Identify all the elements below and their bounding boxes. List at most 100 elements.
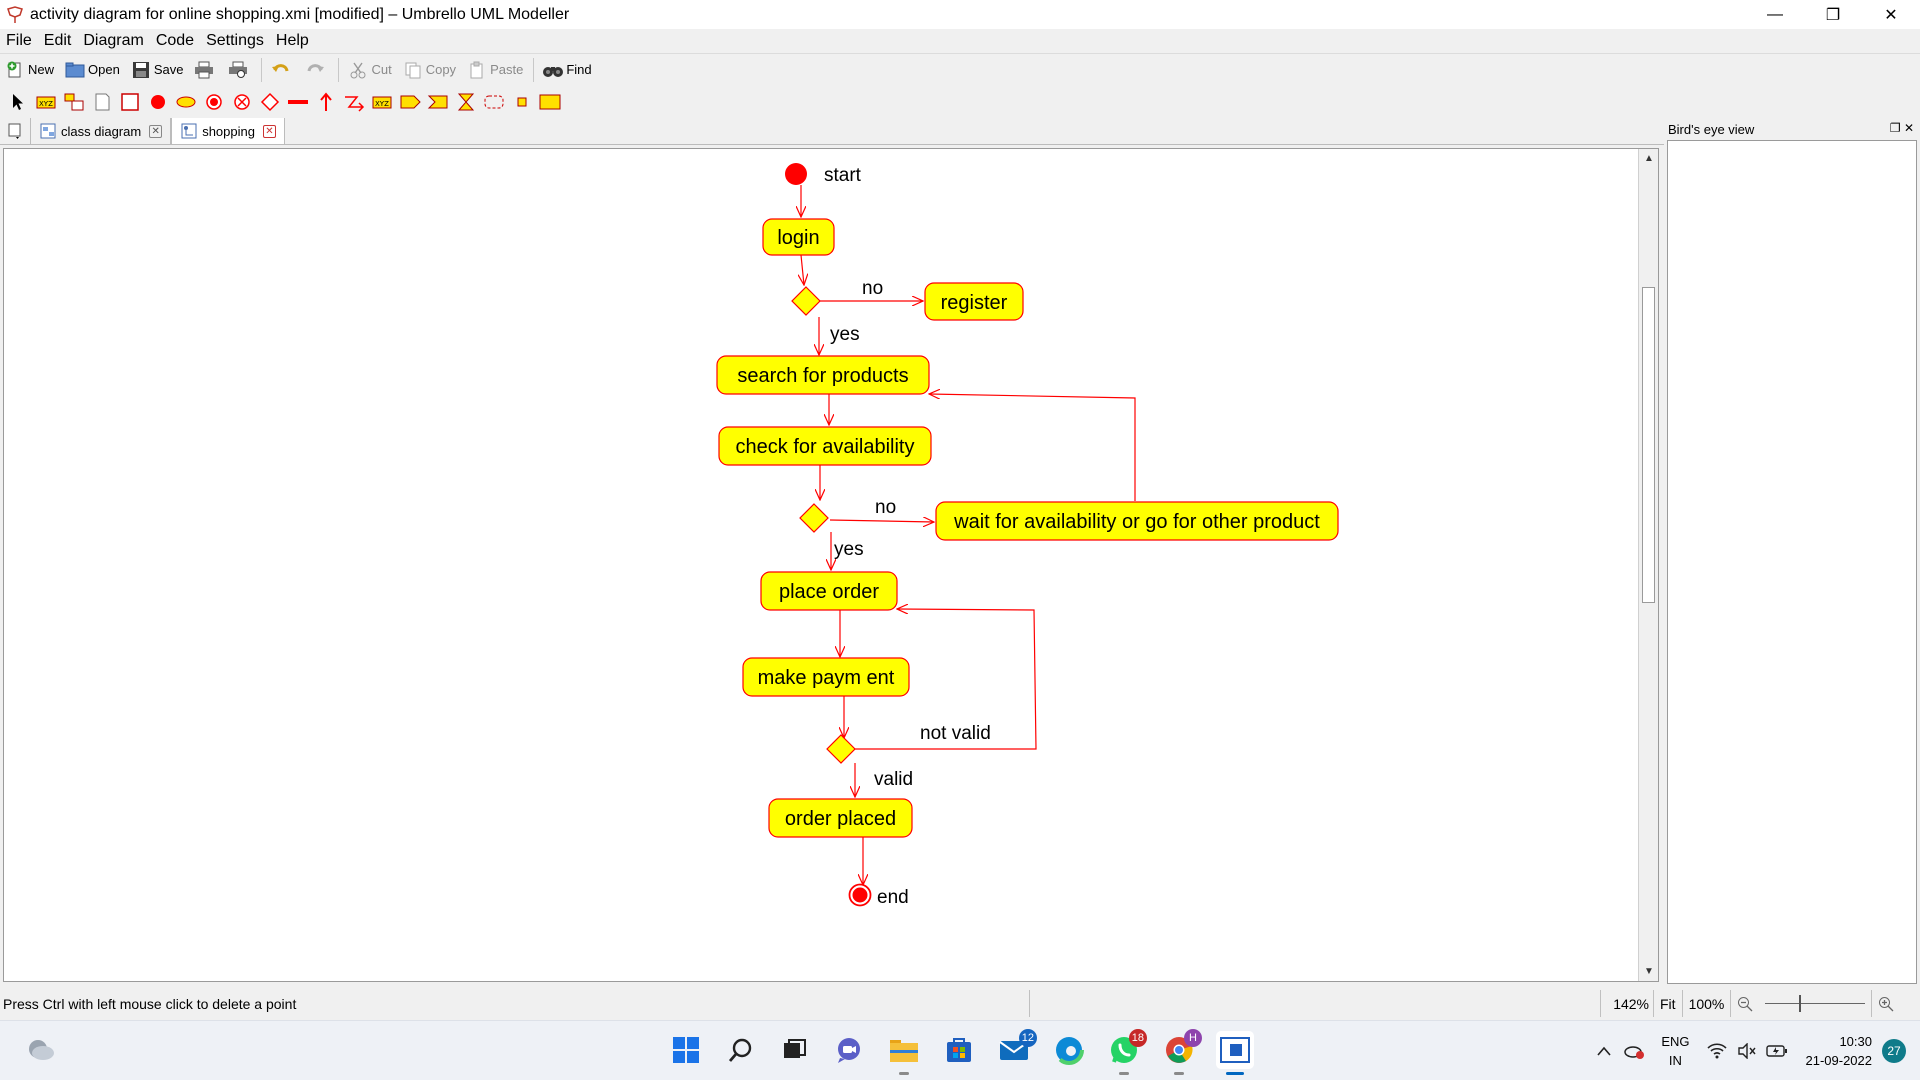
new-tab-button[interactable] [0,118,31,144]
object-node-icon[interactable]: XYZ [370,90,394,114]
activity-tool-icon[interactable] [174,90,198,114]
activity-order-placed[interactable]: order placed [768,798,913,838]
select-arrow-icon[interactable] [6,90,30,114]
accept-signal-icon[interactable] [426,90,450,114]
volume-muted-icon[interactable] [1732,1043,1762,1059]
final-activity-icon[interactable] [230,90,254,114]
flow-not-valid-place-order[interactable] [855,609,1037,750]
tab-close-icon[interactable]: ✕ [262,124,276,138]
microsoft-store-icon[interactable] [940,1031,978,1069]
decision-node-payment[interactable] [826,734,856,764]
paste-button[interactable]: Paste [462,56,527,84]
umbrello-taskbar-icon[interactable] [1216,1031,1254,1075]
activity-diagram[interactable]: start login no yes register search for p… [4,149,1640,981]
zoom-in-button[interactable] [1871,990,1900,1017]
decision-node-login[interactable] [791,286,821,316]
region-tool-icon[interactable] [482,90,506,114]
time-event-icon[interactable] [454,90,478,114]
chat-icon[interactable] [830,1031,868,1069]
zoom-fit-button[interactable]: Fit [1653,990,1682,1017]
close-button[interactable]: ✕ [1884,6,1898,24]
activity-place-order[interactable]: place order [760,571,898,611]
minimize-button[interactable]: — [1767,5,1783,23]
vertical-scrollbar[interactable]: ▲ ▼ [1638,149,1658,981]
new-button[interactable]: New [0,56,58,84]
weather-widget-icon[interactable] [22,1031,60,1069]
tab-class-diagram[interactable]: class diagram ✕ [31,118,172,144]
umbrello-app-icon [4,4,26,26]
final-node[interactable] [848,883,872,907]
box-tool-icon[interactable] [90,90,114,114]
print-button[interactable] [189,56,221,84]
flow-wait-search[interactable] [929,394,1136,501]
find-button[interactable]: Find [538,56,595,84]
scrollbar-thumb[interactable] [1642,287,1655,603]
control-flow-icon[interactable] [314,90,338,114]
tab-close-icon[interactable]: ✕ [149,124,163,138]
activity-search-for-products[interactable]: search for products [716,355,930,395]
send-signal-icon[interactable] [398,90,422,114]
wifi-icon[interactable] [1702,1043,1732,1059]
system-clock[interactable]: 10:30 21-09-2022 [1806,1032,1873,1070]
menu-diagram[interactable]: Diagram [83,32,144,49]
scroll-up-icon[interactable]: ▲ [1644,153,1654,164]
menu-code[interactable]: Code [155,32,195,49]
flow-login-decision[interactable] [801,254,804,285]
file-explorer-icon[interactable] [885,1031,923,1075]
maximize-button[interactable]: ❐ [1825,6,1841,24]
zoom-slider-handle[interactable] [1799,995,1802,1012]
copy-button[interactable]: Copy [398,56,460,84]
activity-check-for-availability[interactable]: check for availability [718,426,932,466]
edge-browser-icon[interactable] [1050,1031,1088,1069]
note-tool-icon[interactable] [62,90,86,114]
cut-button[interactable]: Cut [343,56,395,84]
start-menu-icon[interactable] [667,1031,705,1069]
decision-node-availability[interactable] [799,503,829,533]
menu-help[interactable]: Help [275,32,309,49]
zoom-out-button[interactable] [1730,990,1759,1017]
open-button[interactable]: Open [60,56,124,84]
partition-tool-icon[interactable] [538,90,562,114]
activity-label: search for products [737,365,908,387]
initial-state-icon[interactable] [146,90,170,114]
fork-join-icon[interactable] [286,90,310,114]
chrome-browser-icon[interactable]: H [1160,1029,1202,1075]
activity-make-payment[interactable]: make paym ent [742,657,910,697]
battery-icon[interactable] [1762,1044,1792,1058]
activity-register[interactable]: register [924,282,1024,321]
flow-decision-wait[interactable] [829,520,934,522]
rectangle-tool-icon[interactable] [118,90,142,114]
menu-settings[interactable]: Settings [206,32,264,49]
zoom-slider[interactable] [1765,990,1866,1017]
activity-login[interactable]: login [762,218,835,256]
onedrive-icon[interactable] [1619,1042,1649,1060]
anchor-tool-icon[interactable]: XYZ [34,90,58,114]
initial-node[interactable] [785,163,807,185]
exception-flow-icon[interactable] [342,90,366,114]
input-language[interactable]: ENG IN [1661,1032,1689,1070]
birds-eye-view-panel: Bird's eye view ❐ ✕ [1664,118,1920,984]
search-icon[interactable] [722,1031,760,1069]
mail-icon[interactable]: 12 [995,1029,1037,1069]
pin-tool-icon[interactable] [510,90,534,114]
birds-eye-view-canvas[interactable] [1667,140,1917,984]
print-preview-button[interactable] [223,56,255,84]
undo-button[interactable] [266,56,298,84]
task-view-icon[interactable] [776,1031,814,1069]
zoom-100-button[interactable]: 100% [1681,990,1731,1017]
scroll-down-icon[interactable]: ▼ [1644,966,1654,977]
activity-wait-for-availability[interactable]: wait for availability or go for other pr… [935,501,1339,541]
tab-shopping[interactable]: shopping ✕ [171,118,285,144]
whatsapp-icon[interactable]: 18 [1105,1029,1147,1075]
end-activity-icon[interactable] [202,90,226,114]
notification-center-badge[interactable]: 27 [1882,1039,1906,1063]
float-panel-icon[interactable]: ❐ [1889,121,1901,135]
diagram-canvas[interactable]: start login no yes register search for p… [3,148,1659,982]
chevron-up-icon[interactable] [1589,1045,1619,1057]
save-button[interactable]: Save [126,56,188,84]
close-panel-icon[interactable]: ✕ [1903,121,1914,135]
branch-merge-icon[interactable] [258,90,282,114]
redo-button[interactable] [300,56,332,84]
menu-edit[interactable]: Edit [43,32,72,49]
menu-file[interactable]: File [6,32,32,49]
